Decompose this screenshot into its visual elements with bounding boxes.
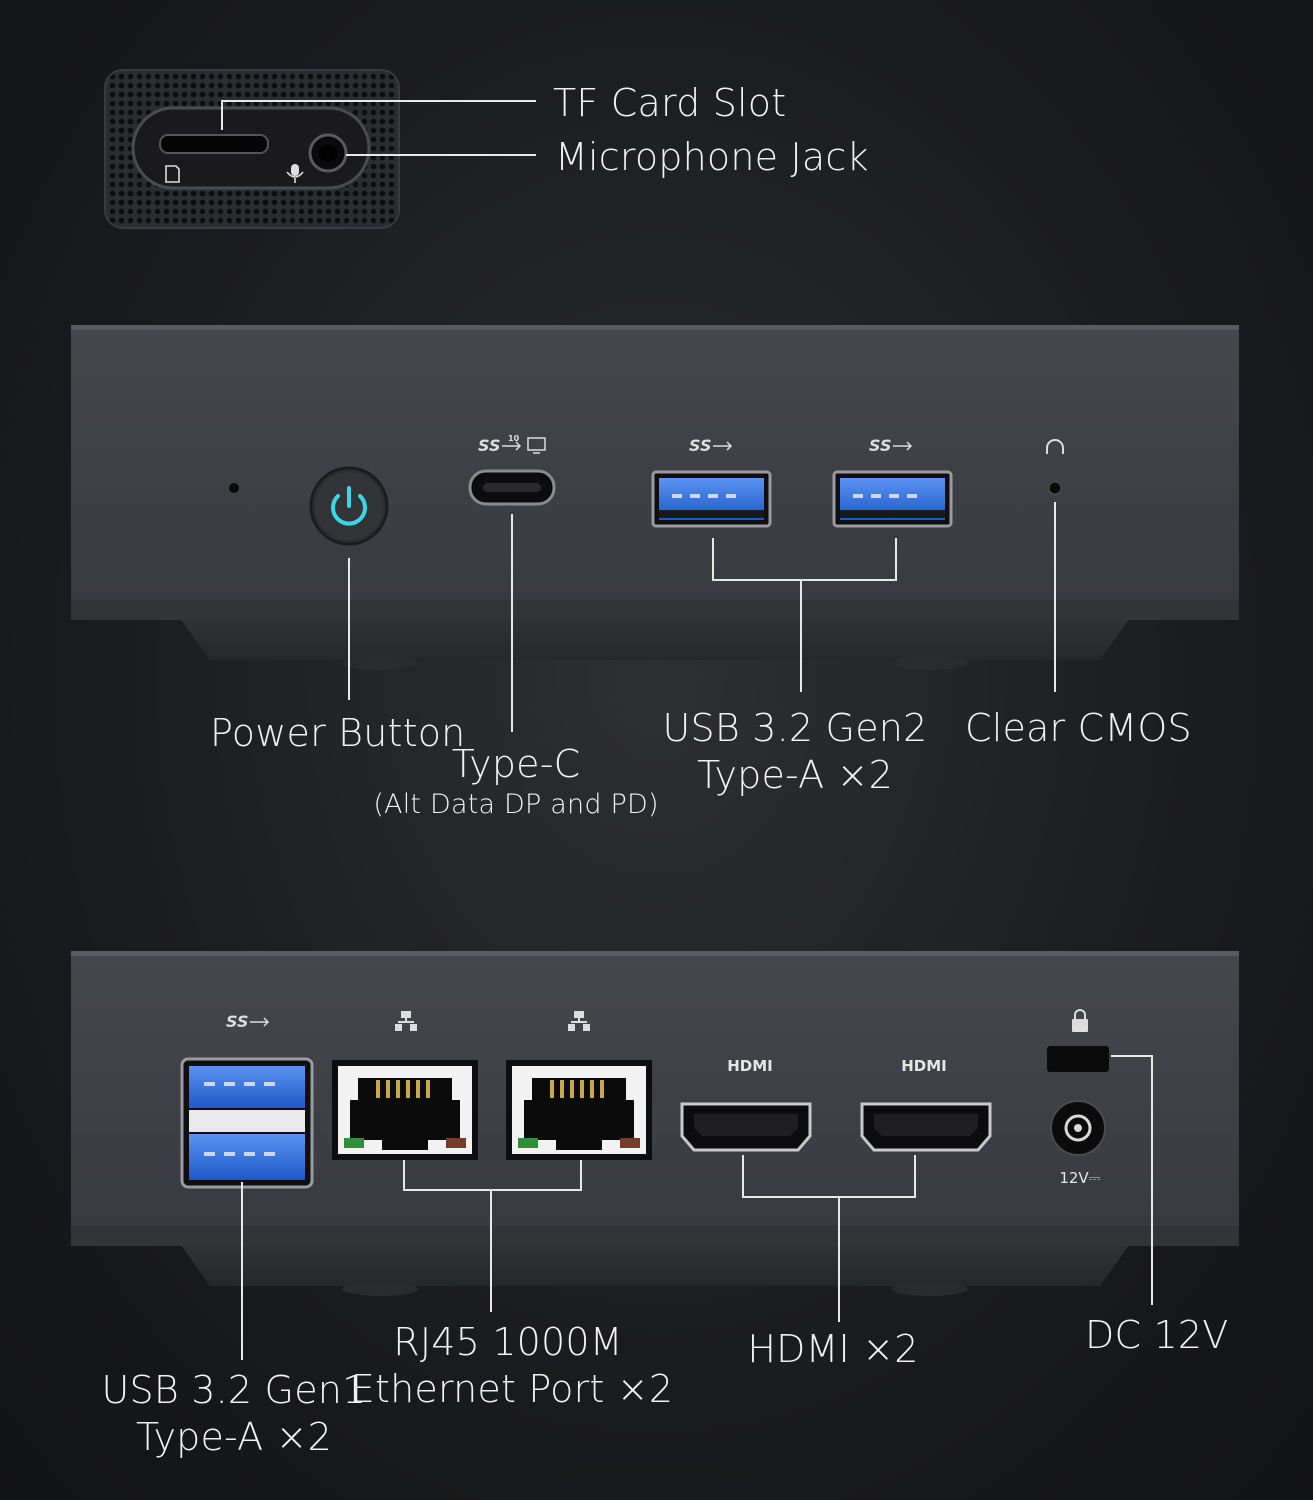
clear-cmos-icon <box>1046 439 1064 454</box>
usb-ss-icon: SS <box>226 1012 270 1031</box>
kensington-lock-slot[interactable] <box>1047 1046 1109 1072</box>
usb-gen1-label-line2: Type-A ×2 <box>135 1415 333 1459</box>
microphone-icon <box>286 164 304 183</box>
rear-panel: SS <box>71 951 1239 1360</box>
type-c-label: Type-C <box>451 742 581 786</box>
svg-text:SS: SS <box>869 436 891 455</box>
usb-gen2-label-line1: USB 3.2 Gen2 <box>662 706 928 750</box>
power-button[interactable] <box>309 466 389 546</box>
usb-ss-icon: SS <box>689 436 733 455</box>
hdmi-label: HDMI ×2 <box>747 1327 919 1371</box>
tf-card-slot-label: TF Card Slot <box>553 81 787 125</box>
hdmi-badge: HDMI <box>901 1057 947 1075</box>
usb-gen2-label-line2: Type-A ×2 <box>696 753 894 797</box>
side-panel <box>104 69 536 229</box>
type-c-sublabel: (Alt Data DP and PD) <box>373 789 659 820</box>
dc-voltage-marking: 12V⎓ <box>1059 1169 1100 1187</box>
clear-cmos-hole[interactable] <box>1048 481 1062 495</box>
power-button-label: Power Button <box>210 711 466 755</box>
clear-cmos-label: Clear CMOS <box>965 706 1192 750</box>
network-icon <box>395 1011 417 1031</box>
network-icon <box>568 1011 590 1031</box>
tf-card-slot[interactable] <box>159 134 269 154</box>
front-panel: SS 10 SS SS <box>71 325 1239 732</box>
usb-gen1-stack[interactable] <box>180 1057 314 1189</box>
dc-label: DC 12V <box>1085 1313 1229 1357</box>
rj45-label-line1: RJ45 1000M <box>393 1320 623 1364</box>
status-led <box>229 483 239 493</box>
microphone-jack-label: Microphone Jack <box>555 135 869 179</box>
hdmi-badge: HDMI <box>727 1057 773 1075</box>
svg-text:SS: SS <box>478 436 500 455</box>
svg-text:SS: SS <box>689 436 711 455</box>
lock-icon <box>1072 1009 1088 1032</box>
rj45-port-2[interactable] <box>506 1060 652 1160</box>
rj45-label-line2: Ethernet Port ×2 <box>350 1367 674 1411</box>
sd-card-icon <box>165 165 180 183</box>
usb-ss-10-display-icon: SS 10 <box>478 434 546 455</box>
hdmi-port-1[interactable] <box>680 1102 812 1152</box>
power-icon <box>331 486 367 526</box>
svg-text:SS: SS <box>226 1012 248 1031</box>
rj45-port-1[interactable] <box>332 1060 478 1160</box>
usb-ss-icon: SS <box>869 436 913 455</box>
usb-gen2-port-1[interactable] <box>651 470 772 528</box>
svg-text:10: 10 <box>508 434 520 443</box>
dc-power-jack[interactable] <box>1050 1100 1106 1156</box>
type-c-port[interactable] <box>468 469 556 506</box>
usb-gen1-label-line1: USB 3.2 Gen1 <box>101 1368 367 1412</box>
usb-gen2-port-2[interactable] <box>832 470 953 528</box>
hdmi-port-2[interactable] <box>860 1102 992 1152</box>
